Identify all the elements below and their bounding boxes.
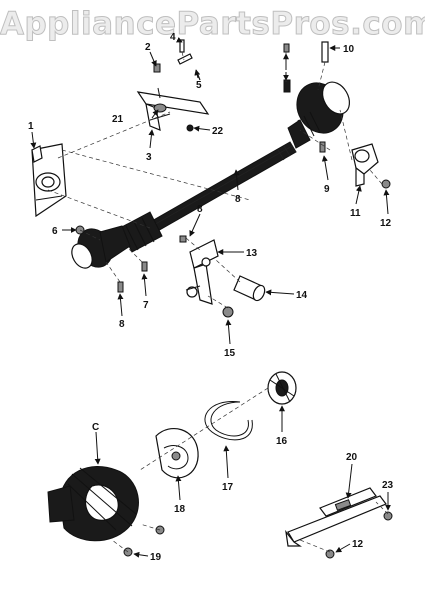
callout-8-mid: 8 <box>197 204 203 215</box>
part-9-pin <box>319 141 326 153</box>
part-3-plate <box>136 87 210 132</box>
callout-3: 3 <box>146 152 152 163</box>
callout-19: 19 <box>150 552 162 563</box>
part-16-wheel <box>267 371 297 405</box>
watermark: AppliancePartsPros.com <box>0 6 425 43</box>
callout-13: 13 <box>246 248 258 259</box>
part-17-ring <box>204 401 253 441</box>
callout-labels: 1 2 3 4 5 6 7 8 8 8 9 10 11 12 12 13 14 … <box>28 32 394 563</box>
callout-9: 9 <box>324 184 330 195</box>
callout-8-bottom: 8 <box>119 319 125 330</box>
callout-11: 11 <box>350 208 361 219</box>
part-8-screw-top <box>283 79 291 93</box>
callout-23: 23 <box>382 480 394 491</box>
callout-7: 7 <box>143 300 149 311</box>
callout-10: 10 <box>343 44 355 55</box>
callout-17: 17 <box>222 482 234 493</box>
assembly-lines <box>47 51 389 553</box>
part-2-screw <box>153 63 161 73</box>
part-15-screw <box>222 306 234 318</box>
callout-c: C <box>92 422 99 433</box>
part-5-spring <box>177 53 193 65</box>
part-1-bracket <box>31 143 67 218</box>
callout-22: 22 <box>212 126 224 137</box>
callout-18: 18 <box>174 504 186 515</box>
part-7-screw <box>141 261 148 272</box>
part-18-cam <box>155 427 199 479</box>
callout-21: 21 <box>112 114 124 125</box>
part-12-screw-bottom <box>325 549 335 559</box>
callout-6: 6 <box>52 226 58 237</box>
part-c-housing <box>47 466 139 542</box>
part-8-screw-bottom <box>117 281 124 293</box>
callout-20: 20 <box>346 452 358 463</box>
callout-1: 1 <box>28 121 34 132</box>
leader-lines <box>30 36 391 558</box>
callout-14: 14 <box>296 290 308 301</box>
part-10-pin <box>321 41 329 63</box>
callout-12-right: 12 <box>380 218 392 229</box>
part-11-bracket <box>351 143 379 187</box>
part-8-screw-mid <box>179 235 187 243</box>
callout-15: 15 <box>224 348 236 359</box>
part-23-screw <box>383 511 393 521</box>
callout-4: 4 <box>170 32 176 43</box>
callout-2: 2 <box>145 42 151 53</box>
part-6-screw-top <box>283 43 290 53</box>
part-14-sleeve <box>233 275 266 302</box>
shaft-assembly <box>71 81 351 269</box>
part-12-screw-right <box>381 179 391 189</box>
callout-5: 5 <box>196 80 202 91</box>
callout-12-bottom: 12 <box>352 539 364 550</box>
callout-8-shaft: 8 <box>235 194 241 205</box>
callout-16: 16 <box>276 436 288 447</box>
part-13-bracket <box>185 239 219 305</box>
part-20-bracket <box>285 487 387 547</box>
